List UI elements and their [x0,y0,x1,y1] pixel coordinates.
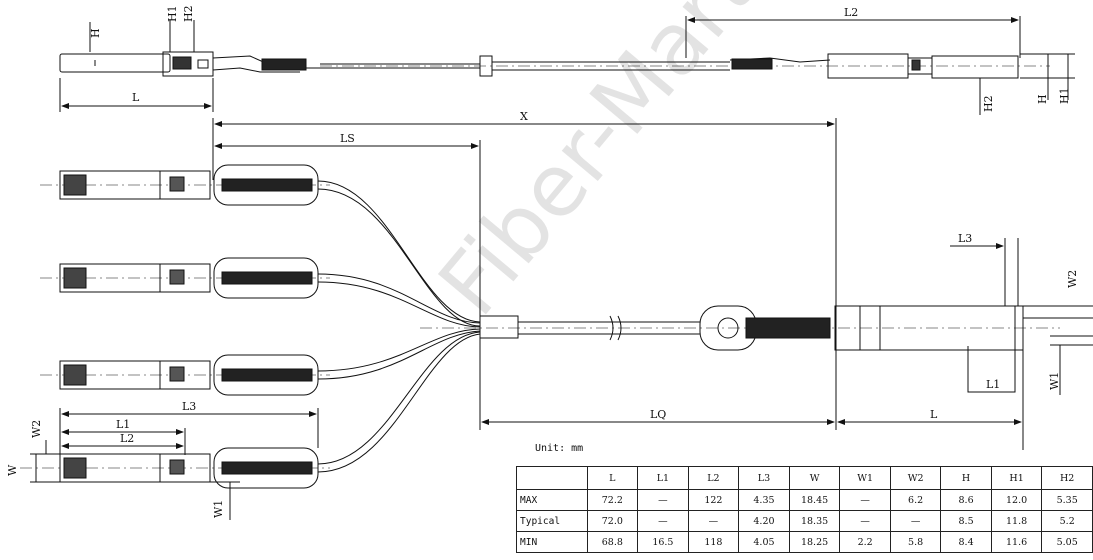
dim-label-L3-right: L3 [958,232,972,245]
table-cell: 8.6 [940,489,992,511]
dim-label-L1-left: L1 [116,418,130,431]
table-cell: 16.5 [637,531,689,553]
dim-label-X: X [520,110,528,123]
table-cell: 5.35 [1041,489,1093,511]
dim-label-W-left: W [6,464,19,476]
dim-label-H1-top: H1 [166,5,179,22]
dim-label-H2-top: H2 [182,5,195,22]
dim-label-H2-right: H2 [982,95,995,112]
table-cell: 118 [687,531,740,553]
dim-label-H1-right: H1 [1058,87,1071,104]
dim-label-W2-left: W2 [30,420,43,438]
table-cell: 5.8 [889,531,942,553]
dim-label-L2-left: L2 [120,432,134,445]
dim-label-L-bottom: L [930,408,938,421]
table-cell: 12.0 [990,489,1043,511]
table-cell: 4.05 [738,531,790,553]
dim-label-LQ: LQ [650,408,666,421]
table-header: W1 [839,466,891,490]
table-cell: — [839,489,891,511]
table-row: MIN 68.8 16.5 118 4.05 18.25 2.2 5.8 8.4… [516,531,1093,553]
table-cell: 2.2 [839,531,891,553]
table-cell: 68.8 [586,531,639,553]
table-cell: MIN [516,531,588,553]
table-header: L1 [637,466,689,490]
table-header-row: L L1 L2 L3 W W1 W2 H H1 H2 [516,466,1093,490]
table-cell: 11.6 [990,531,1043,553]
table-cell: 72.0 [586,510,639,532]
table-cell: 5.05 [1041,531,1093,553]
table-cell: — [637,510,689,532]
table-cell: MAX [516,489,588,511]
table-cell: — [687,510,740,532]
unit-label: Unit: mm [535,443,584,454]
table-header: L2 [687,466,740,490]
dim-label-LS: LS [340,132,355,145]
table-cell: 8.4 [940,531,992,553]
dimension-labels: H H1 H2 L L2 H2 H H1 X LS LQ L L3 W2 W1 … [6,5,1079,518]
table-cell: 72.2 [586,489,639,511]
dim-label-H-right: H [1036,94,1049,104]
table-cell: 4.35 [738,489,790,511]
table-cell: 6.2 [889,489,942,511]
dim-label-L2-top: L2 [844,6,858,19]
dim-label-L3-left: L3 [182,400,196,413]
dim-label-W1-right: W1 [1048,372,1061,390]
table-cell: 122 [687,489,740,511]
table-header: H1 [990,466,1043,490]
table-cell: 8.5 [940,510,992,532]
table-cell: 11.8 [990,510,1043,532]
table-cell: 4.20 [738,510,790,532]
table-row: MAX 72.2 — 122 4.35 18.45 — 6.2 8.6 12.0… [516,489,1093,511]
table-cell: — [637,489,689,511]
table-cell: 5.2 [1041,510,1093,532]
table-row: Typical 72.0 — — 4.20 18.35 — — 8.5 11.8… [516,510,1093,532]
dim-label-W1-left: W1 [212,500,225,518]
table-cell: Typical [516,510,588,532]
table-cell: 18.45 [788,489,841,511]
table-cell: 18.25 [788,531,841,553]
dimension-lines [30,118,1093,520]
table-header: L [586,466,639,490]
table-cell: — [839,510,891,532]
dim-label-H-top: H [89,28,102,38]
breakout-connectors [20,164,1060,489]
spec-table: L L1 L2 L3 W W1 W2 H H1 H2 MAX 72.2 — 12… [516,466,1093,553]
dim-label-L-top: L [132,91,140,104]
table-header: L3 [738,466,790,490]
table-header: H2 [1041,466,1093,490]
dim-label-L1-right: L1 [986,378,1000,391]
table-header [516,466,588,490]
table-cell: 18.35 [788,510,841,532]
table-header: W [788,466,841,490]
dim-label-W2-right: W2 [1066,270,1079,288]
table-header: W2 [889,466,942,490]
table-header: H [940,466,992,490]
side-view-top [59,16,1075,115]
table-cell: — [889,510,942,532]
